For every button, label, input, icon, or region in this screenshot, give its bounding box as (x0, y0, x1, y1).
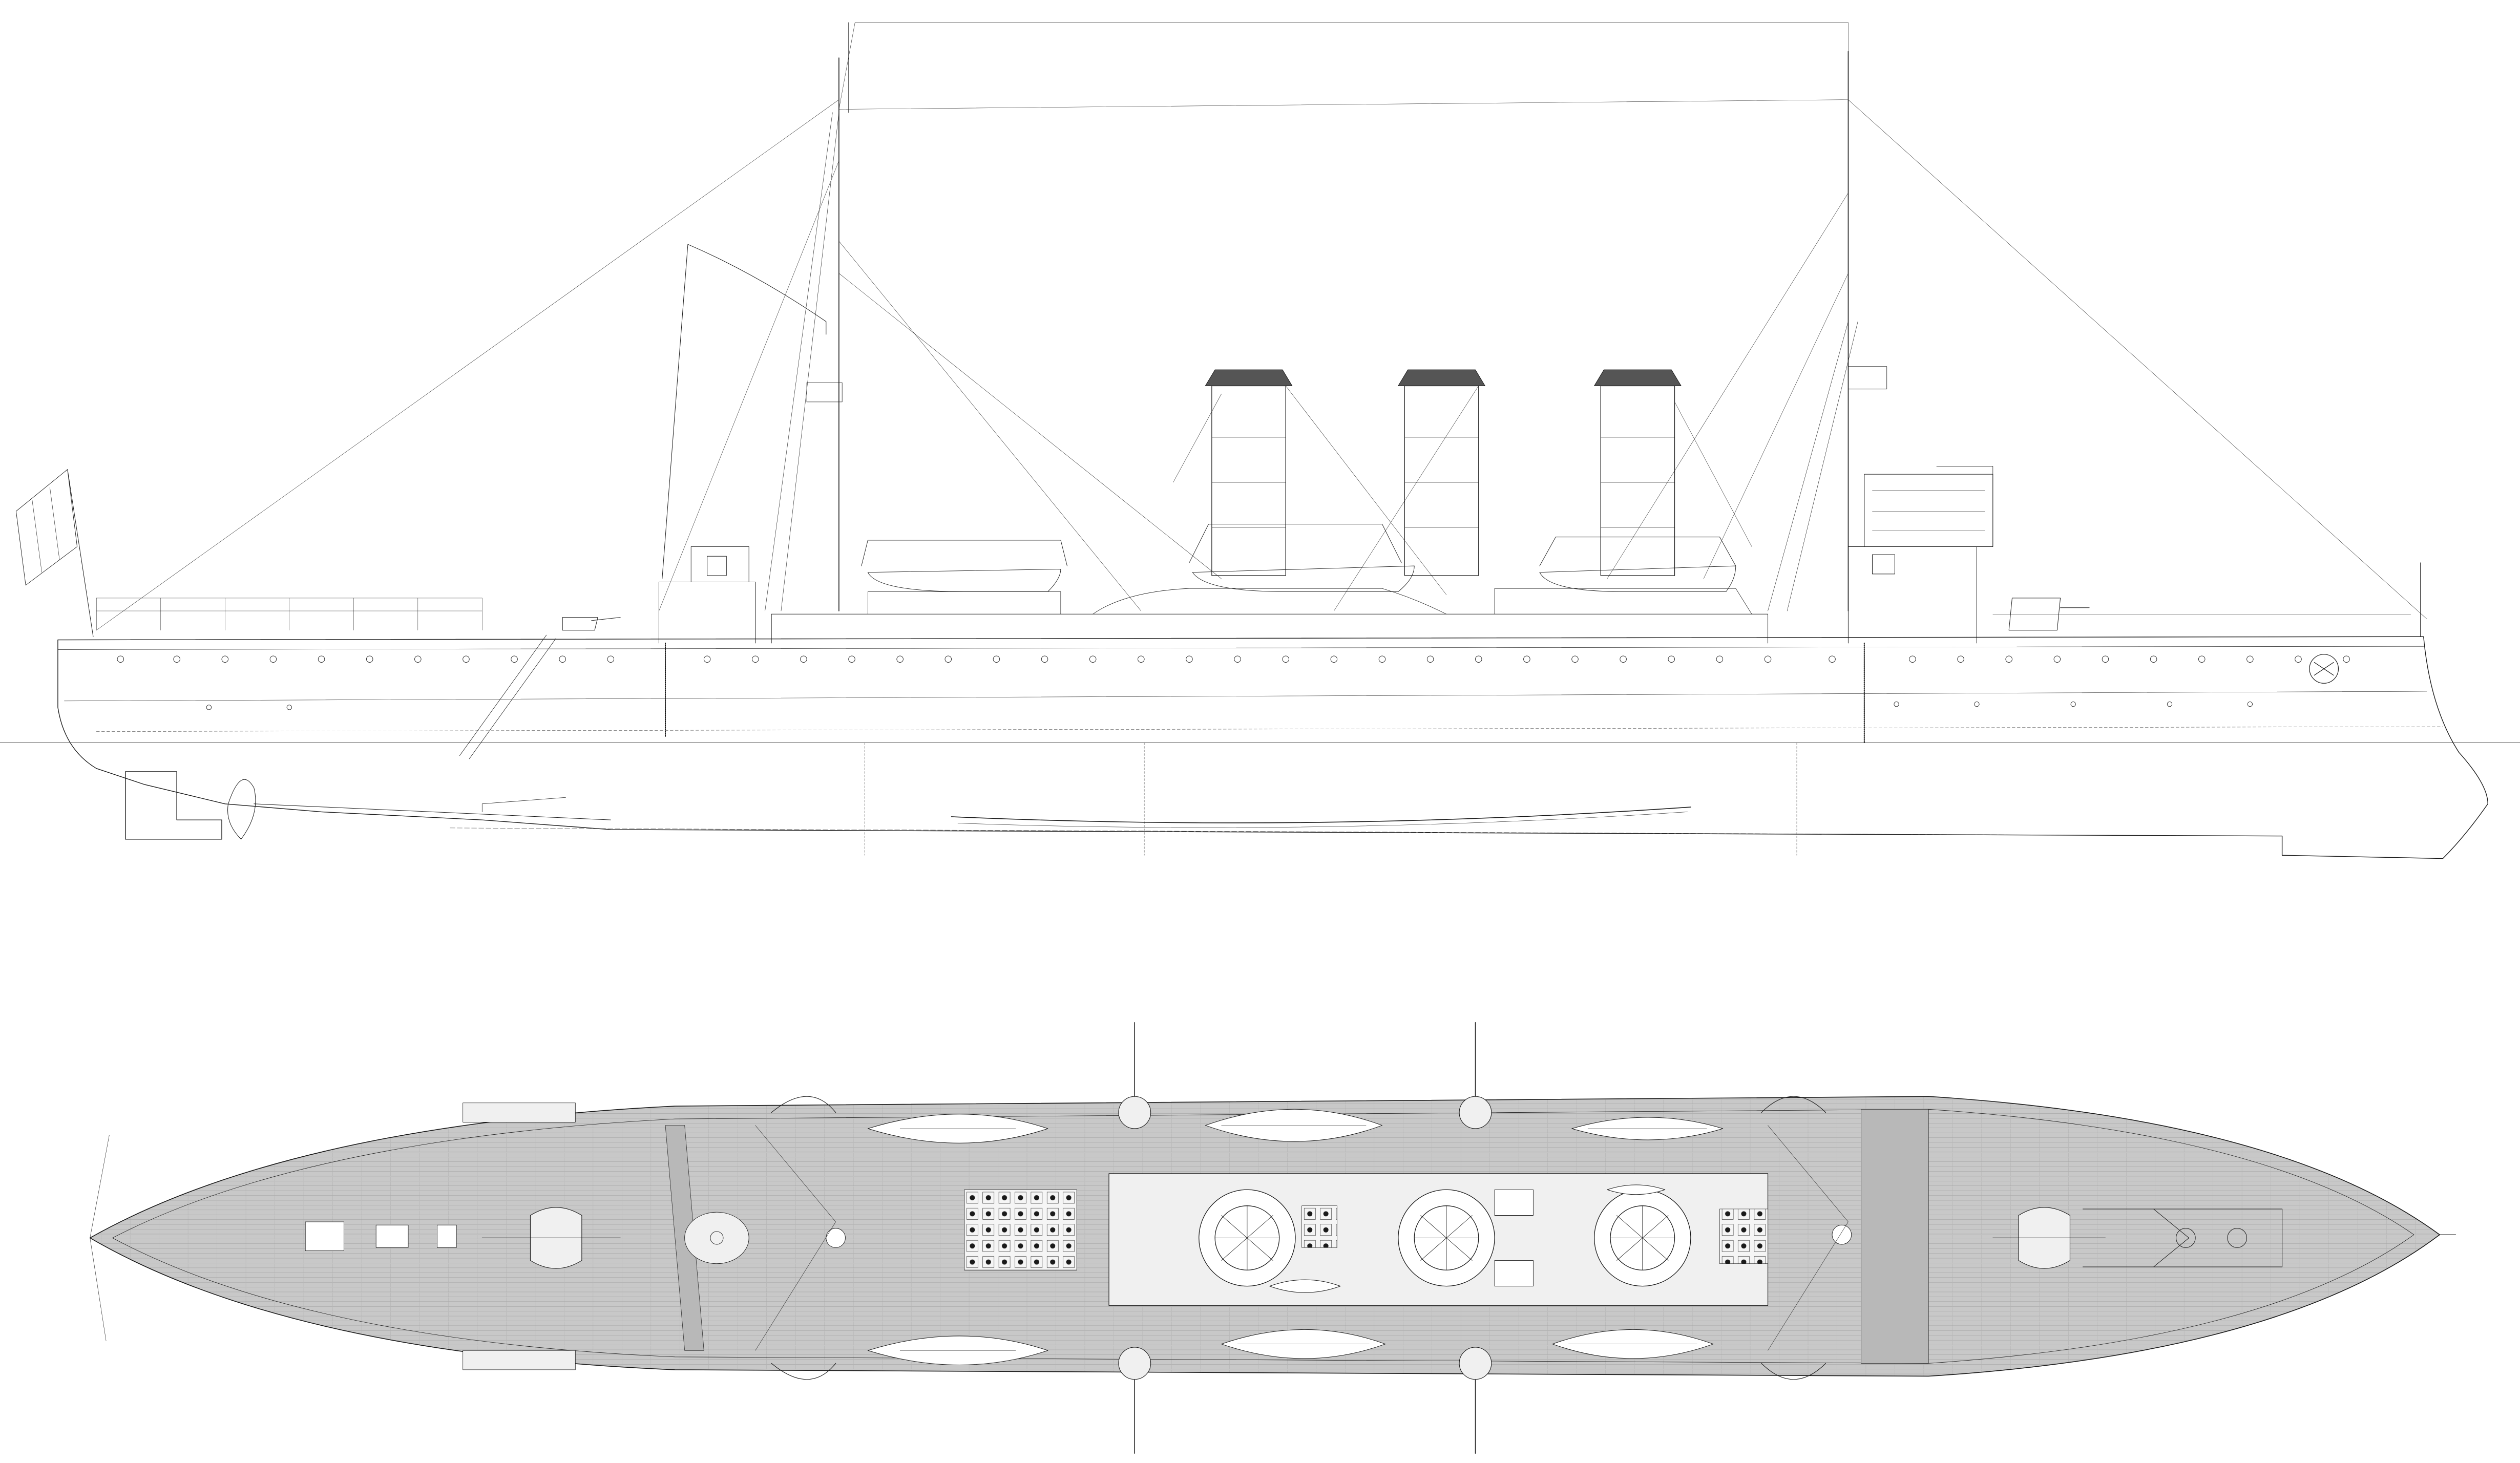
funnel-2 (1398, 370, 1485, 576)
anchor-gear-plan (2083, 1209, 2282, 1267)
deck-guns-side (562, 598, 2089, 630)
accommodation-ladder (459, 635, 556, 759)
boats-plan (868, 1109, 1723, 1365)
funnels (1205, 370, 1681, 576)
railings (96, 598, 2410, 630)
deck-edge (113, 1109, 2414, 1363)
aft-mast (765, 23, 849, 611)
fore-mast (1768, 51, 1887, 611)
funnel-tops-plan (1199, 1190, 1691, 1286)
stern-staff (90, 1135, 110, 1341)
portholes (117, 656, 2349, 710)
shroud-lines (755, 1126, 1849, 1351)
superstructure (771, 614, 1768, 643)
armor-belt-line (65, 691, 2427, 701)
ladders-plan (463, 1103, 576, 1370)
skylight-grid (964, 1190, 1077, 1270)
propeller (228, 779, 256, 839)
rigging (96, 23, 2427, 630)
deck-guns-plan (482, 1023, 2105, 1453)
sheer-line (58, 646, 2424, 649)
hull-outline (58, 637, 2488, 858)
funnel-1 (1205, 370, 1292, 576)
funnel-3 (1594, 370, 1681, 576)
bilge-keel (952, 807, 1691, 823)
aft-deckhouse (659, 582, 755, 643)
rudder (125, 772, 222, 839)
bow-anchor (2309, 654, 2338, 684)
side-profile-view (0, 23, 2520, 859)
keel-line (450, 828, 2282, 836)
propeller-shaft (254, 804, 611, 820)
bridge (1848, 546, 1977, 643)
boot-top-line (96, 727, 2443, 731)
boats-side (862, 524, 1736, 591)
deck-fittings (305, 1190, 1852, 1286)
derrick (662, 244, 826, 579)
deck-plan-view (90, 1023, 2456, 1453)
stern-flag (16, 470, 93, 637)
